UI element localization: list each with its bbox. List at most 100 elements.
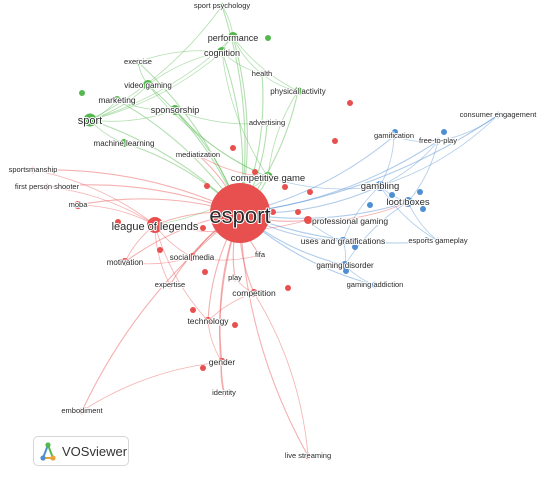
unlabeled-node-5[interactable] — [230, 145, 236, 151]
unlabeled-node-3[interactable] — [347, 100, 353, 106]
unlabeled-node-9[interactable] — [307, 189, 313, 195]
unlabeled-node-20[interactable] — [200, 365, 206, 371]
node-mediatization[interactable] — [194, 151, 202, 159]
node-competition[interactable] — [250, 289, 258, 297]
link-sport-sponsorship — [89, 109, 176, 122]
unlabeled-node-13[interactable] — [200, 225, 206, 231]
vosviewer-logo[interactable]: VOSviewer — [33, 436, 129, 466]
node-gambling[interactable] — [375, 181, 385, 191]
label-sportsmanship: sportsmanship — [9, 165, 58, 174]
node-gender[interactable] — [218, 358, 226, 366]
unlabeled-node-11[interactable] — [270, 209, 276, 215]
unlabeled-node-10[interactable] — [295, 209, 301, 215]
node-moba[interactable] — [74, 201, 82, 209]
link-sport-cognition — [89, 51, 223, 121]
node-competitive-game[interactable] — [263, 172, 273, 182]
node-sport[interactable] — [83, 113, 97, 127]
link-video-gaming-competitive-game — [147, 84, 269, 178]
node-performance[interactable] — [228, 32, 238, 42]
unlabeled-node-2[interactable] — [79, 90, 85, 96]
node-league-of-legends[interactable] — [147, 217, 163, 233]
node-physical-activity[interactable] — [294, 87, 302, 95]
unlabeled-node-6[interactable] — [252, 169, 258, 175]
unlabeled-nodes-layer — [79, 35, 447, 371]
label-marketing: marketing — [98, 95, 136, 105]
node-loot-boxes[interactable] — [403, 197, 413, 207]
label-social-media: social media — [170, 253, 215, 262]
label-gaming-disorder: gaming disorder — [316, 261, 374, 270]
unlabeled-node-29[interactable] — [441, 129, 447, 135]
label-live-streaming: live streaming — [285, 451, 331, 460]
node-social-media[interactable] — [188, 253, 196, 261]
node-sport-psychology[interactable] — [218, 2, 226, 10]
node-gaming-disorder[interactable] — [341, 261, 349, 269]
node-professional-gaming[interactable] — [304, 216, 312, 224]
link-gambling-gamification — [379, 135, 395, 187]
vosviewer-logo-text: VOSviewer — [62, 443, 128, 459]
unlabeled-node-19[interactable] — [232, 322, 238, 328]
unlabeled-node-22[interactable] — [420, 206, 426, 212]
link-cognition-competitive-game — [221, 51, 269, 178]
unlabeled-node-1[interactable] — [265, 35, 271, 41]
unlabeled-node-25[interactable] — [353, 282, 359, 288]
node-sponsorship[interactable] — [170, 105, 180, 115]
label-first-person-shooter: first person shooter — [15, 182, 80, 191]
unlabeled-node-8[interactable] — [282, 184, 288, 190]
vosviewer-logo-icon — [40, 442, 56, 461]
link-loot-boxes-free-to-play — [407, 140, 439, 203]
label-gaming-addiction: gaming addiction — [347, 280, 404, 289]
label-free-to-play: free-to-play — [419, 136, 457, 145]
unlabeled-node-16[interactable] — [202, 269, 208, 275]
unlabeled-node-17[interactable] — [285, 285, 291, 291]
unlabeled-node-26[interactable] — [417, 189, 423, 195]
unlabeled-node-21[interactable] — [424, 237, 430, 243]
unlabeled-node-7[interactable] — [204, 183, 210, 189]
node-esport[interactable] — [210, 183, 270, 243]
node-consumer-engagement[interactable] — [494, 111, 502, 119]
unlabeled-node-4[interactable] — [332, 138, 338, 144]
node-technology[interactable] — [204, 317, 212, 325]
unlabeled-node-27[interactable] — [389, 192, 395, 198]
unlabeled-node-24[interactable] — [343, 268, 349, 274]
label-machine-learning: machine learning — [94, 139, 155, 148]
unlabeled-node-18[interactable] — [190, 307, 196, 313]
node-marketing[interactable] — [113, 96, 121, 104]
unlabeled-node-23[interactable] — [352, 244, 358, 250]
node-identity[interactable] — [220, 389, 228, 397]
unlabeled-node-14[interactable] — [115, 219, 121, 225]
link-free-to-play-consumer-engagement — [437, 114, 499, 142]
link-loot-boxes-gaming-disorder — [344, 201, 409, 266]
link-live-streaming-competition — [253, 292, 309, 457]
node-play[interactable] — [231, 274, 239, 282]
link-performance-physical-activity — [232, 36, 299, 92]
label-advertising: advertising — [249, 118, 285, 127]
node-cognition[interactable] — [217, 47, 227, 57]
node-advertising[interactable] — [263, 119, 271, 127]
unlabeled-node-28[interactable] — [367, 202, 373, 208]
label-expertise: expertise — [155, 280, 185, 289]
node-free-to-play[interactable] — [434, 137, 442, 145]
label-video-gaming: video gaming — [124, 81, 172, 90]
unlabeled-node-15[interactable] — [157, 247, 163, 253]
node-health[interactable] — [258, 70, 266, 78]
node-motivation[interactable] — [121, 258, 129, 266]
link-motivation-social-media — [124, 256, 193, 265]
node-fifa[interactable] — [256, 251, 264, 259]
node-live-streaming[interactable] — [304, 452, 312, 460]
node-gaming-addiction[interactable] — [371, 281, 379, 289]
label-health: health — [252, 69, 272, 78]
node-machine-learning[interactable] — [120, 139, 128, 147]
link-competitive-game-gambling — [267, 176, 381, 190]
node-esports-gameplay[interactable] — [434, 237, 442, 245]
node-sportsmanship[interactable] — [29, 166, 37, 174]
node-video-gaming[interactable] — [143, 80, 153, 90]
node-gamification[interactable] — [390, 132, 398, 140]
node-embodiment[interactable] — [78, 407, 86, 415]
node-exercise[interactable] — [134, 58, 142, 66]
node-first-person-shooter[interactable] — [43, 183, 51, 191]
node-uses-and-gratifications[interactable] — [339, 237, 347, 245]
label-gamification: gamification — [374, 131, 414, 140]
node-expertise[interactable] — [166, 281, 174, 289]
label-identity: identity — [212, 388, 236, 397]
